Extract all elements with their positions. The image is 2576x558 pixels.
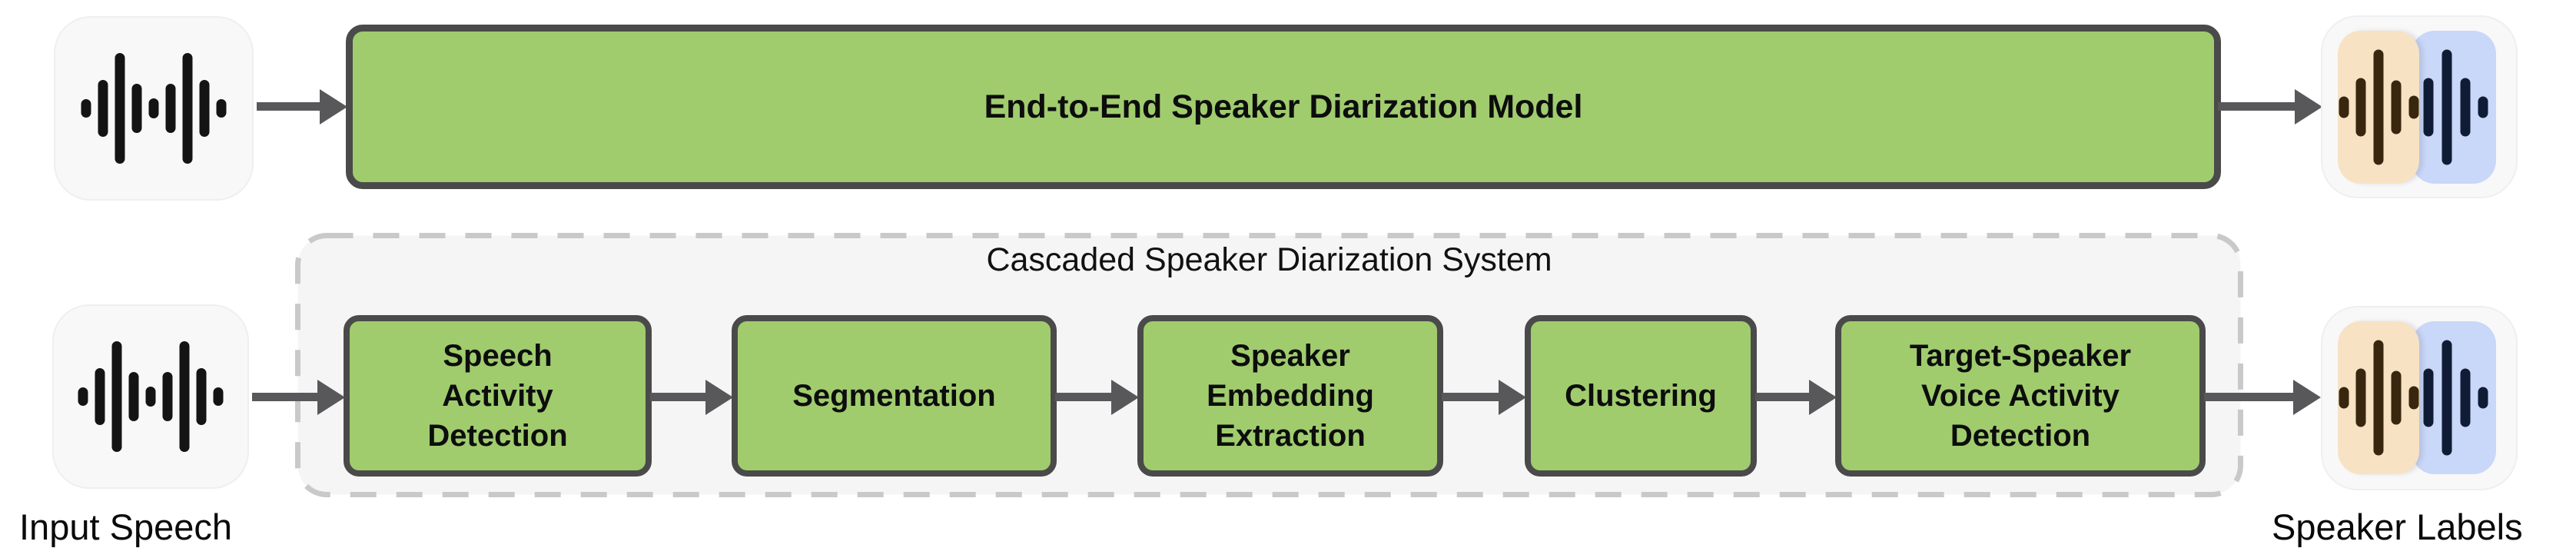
flow-arrow-icon [2218, 89, 2322, 125]
end-to-end-model-label: End-to-End Speaker Diarization Model [984, 88, 1583, 125]
speaker1-waveform-icon [2338, 321, 2419, 474]
stage-box-clustering: Clustering [1525, 315, 1757, 477]
speaker-labels-label: Speaker Labels [2272, 507, 2523, 547]
stage-box-speaker-embedding-extraction: Speaker Embedding Extraction [1137, 315, 1443, 477]
stage-label: Segmentation [792, 379, 996, 413]
stage-label: Speaker Embedding Extraction [1207, 339, 1374, 453]
input-speech-card-top [54, 16, 254, 201]
speaker2-waveform-icon [2412, 321, 2496, 474]
speaker1-waveform-icon [2338, 31, 2419, 184]
stage-box-target-speaker-vad: Target-Speaker Voice Activity Detection [1835, 315, 2206, 477]
input-speech-label: Input Speech [19, 507, 232, 547]
stage-label: Clustering [1565, 379, 1717, 413]
stage-label: Target-Speaker Voice Activity Detection [1909, 339, 2132, 453]
flow-arrow-icon [1755, 380, 1837, 415]
end-to-end-model-box: End-to-End Speaker Diarization Model [346, 25, 2221, 189]
flow-arrow-icon [1055, 380, 1139, 415]
speaker2-waveform-icon [2412, 31, 2496, 184]
flow-arrow-icon [1442, 380, 1526, 415]
input-speech-card-bottom [52, 304, 249, 489]
flow-arrow-icon [252, 380, 345, 415]
speaker-labels-card-bottom [2321, 306, 2518, 490]
audio-waveform-icon [78, 341, 224, 452]
cascade-title: Cascaded Speaker Diarization System [986, 241, 1552, 278]
flow-arrow-icon [2204, 380, 2321, 415]
stage-box-speech-activity-detection: Speech Activity Detection [344, 315, 652, 477]
speaker-labels-card-top [2321, 15, 2518, 198]
audio-waveform-icon [81, 53, 227, 164]
flow-arrow-icon [650, 380, 733, 415]
flow-arrow-icon [257, 89, 347, 125]
stage-box-segmentation: Segmentation [732, 315, 1057, 477]
stage-label: Speech Activity Detection [427, 339, 568, 453]
